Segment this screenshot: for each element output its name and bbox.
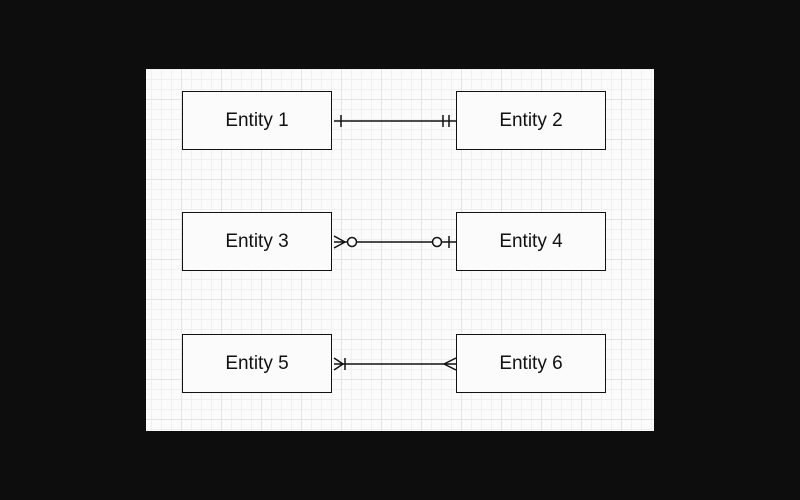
entity-label: Entity 5 — [225, 352, 289, 374]
crowfoot-left-bottom — [333, 363, 344, 371]
crowfoot-right-bottom — [443, 363, 457, 371]
crowfoot-right-top — [443, 357, 457, 365]
entity-label: Entity 6 — [499, 352, 563, 374]
diagram-canvas[interactable]: Entity 1 Entity 2 Entity 3 Entity 4 Enti… — [146, 69, 654, 431]
entity-4-box[interactable]: Entity 4 — [456, 212, 606, 271]
entity-6-box[interactable]: Entity 6 — [456, 334, 606, 393]
entity-label: Entity 3 — [225, 230, 289, 252]
entity-3-box[interactable]: Entity 3 — [182, 212, 332, 271]
relationship-entity3-entity4[interactable] — [333, 235, 456, 249]
entity-2-box[interactable]: Entity 2 — [456, 91, 606, 150]
entity-1-box[interactable]: Entity 1 — [182, 91, 332, 150]
crowfoot-marker-top — [333, 235, 346, 243]
entity-5-box[interactable]: Entity 5 — [182, 334, 332, 393]
entity-label: Entity 4 — [499, 230, 563, 252]
entity-label: Entity 1 — [225, 109, 289, 131]
crowfoot-left-top — [333, 357, 344, 365]
relationship-entity1-entity2[interactable] — [334, 115, 456, 127]
crowfoot-marker-bottom — [333, 241, 346, 249]
relationship-entity5-entity6[interactable] — [333, 357, 457, 371]
entity-label: Entity 2 — [499, 109, 563, 131]
